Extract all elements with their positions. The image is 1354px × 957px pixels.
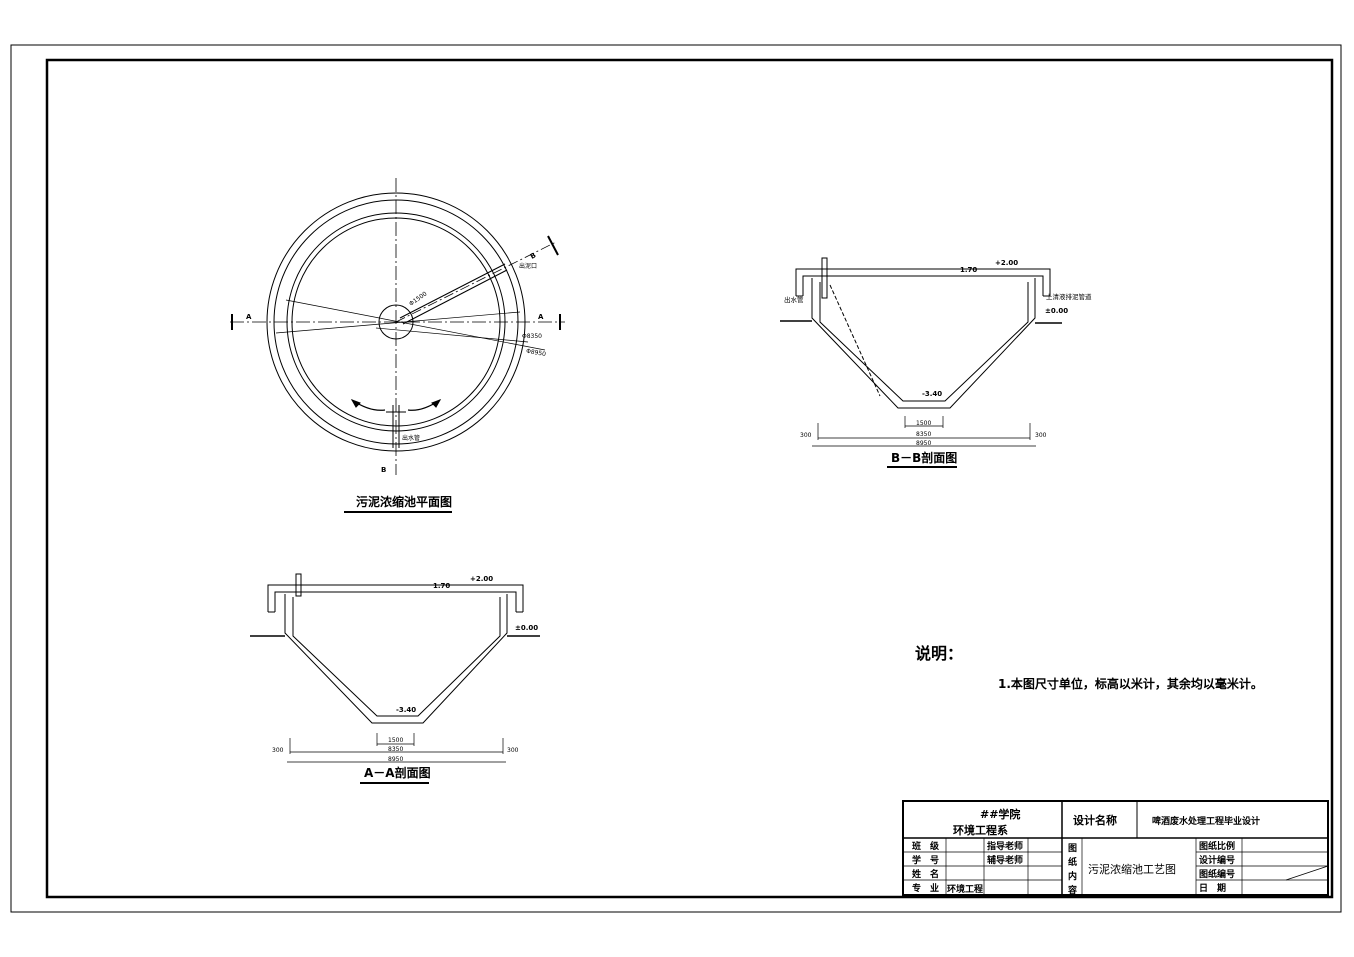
aa-dim-wall-left: 300 bbox=[272, 747, 284, 754]
plan-outlet-pipe-a bbox=[399, 263, 506, 319]
plan-label-a-left: A bbox=[246, 313, 252, 321]
tb-student-id-label: 学 号 bbox=[912, 854, 939, 866]
aa-rim-inner bbox=[274, 591, 517, 612]
plan-dim-leader-1 bbox=[285, 299, 546, 351]
aa-level-water: 1.70 bbox=[433, 582, 450, 590]
tb-class-label: 班 级 bbox=[912, 840, 940, 852]
bb-level-bottom: -3.40 bbox=[922, 390, 942, 398]
tb-drawing-content: 污泥浓缩池工艺图 bbox=[1088, 863, 1176, 876]
plan-arrowhead-right bbox=[431, 399, 442, 408]
plan-dim-inner: Φ8350 bbox=[522, 333, 542, 340]
tb-school: ##学院 bbox=[980, 807, 1020, 821]
tb-major-value: 环境工程 bbox=[947, 883, 983, 895]
aa-hopper-outer bbox=[284, 594, 508, 724]
section-bb bbox=[780, 257, 1062, 447]
plan-label-outlet: 出泥口 bbox=[519, 262, 537, 270]
tb-content-label-1: 图 bbox=[1068, 843, 1077, 854]
bb-title: B－B剖面图 bbox=[891, 450, 957, 465]
plan-dim-outer: Φ8950 bbox=[526, 348, 547, 358]
tb-content-label-2: 纸 bbox=[1068, 856, 1077, 868]
bb-label-side: 上清液排泥管道 bbox=[1046, 292, 1092, 301]
aa-level-ground: ±0.00 bbox=[515, 624, 538, 632]
aa-vertical-pipe bbox=[295, 573, 302, 597]
bb-level-water: 1.70 bbox=[960, 266, 977, 274]
bb-dim-inner: 8350 bbox=[916, 431, 931, 438]
aa-dim-wall-right: 300 bbox=[507, 747, 519, 754]
bb-vertical-pipe bbox=[821, 257, 828, 299]
tb-major-label: 专 业 bbox=[912, 882, 939, 894]
plan-dim-leader-3 bbox=[375, 327, 529, 343]
tb-content-label-4: 容 bbox=[1067, 884, 1077, 896]
tb-design-no-label: 设计编号 bbox=[1199, 854, 1235, 866]
outer-border bbox=[10, 44, 1342, 913]
plan-title: 污泥浓缩池平面图 bbox=[356, 494, 452, 509]
bb-level-top: +2.00 bbox=[995, 259, 1018, 267]
tb-design-name-label: 设计名称 bbox=[1073, 813, 1117, 827]
tb-frame bbox=[902, 800, 1329, 896]
bb-level-ground: ±0.00 bbox=[1045, 307, 1068, 315]
bb-rim-inner bbox=[802, 275, 1044, 296]
plan-view bbox=[230, 178, 565, 475]
tb-department: 环境工程系 bbox=[953, 823, 1008, 837]
bb-hopper-outer bbox=[811, 278, 1036, 409]
aa-dim-inner: 8350 bbox=[388, 746, 403, 753]
plan-label-b-top: B bbox=[529, 251, 538, 261]
plan-label-b-bottom: B bbox=[381, 466, 386, 474]
bb-hopper-inner bbox=[819, 282, 1029, 402]
bb-dim-outer: 8950 bbox=[916, 440, 931, 447]
tb-scale-label: 图纸比例 bbox=[1199, 840, 1235, 852]
notes-heading: 说明： bbox=[915, 644, 963, 663]
bb-dim-bottom: 1500 bbox=[916, 420, 931, 427]
tb-drawing-no-label: 图纸编号 bbox=[1199, 868, 1235, 880]
section-aa bbox=[250, 573, 540, 763]
notes-line-1: 1.本图尺寸单位，标高以米计，其余均以毫米计。 bbox=[998, 676, 1263, 691]
tb-name-label: 姓 名 bbox=[911, 868, 939, 880]
aa-title: A－A剖面图 bbox=[364, 765, 431, 780]
aa-level-top: +2.00 bbox=[470, 575, 493, 583]
plan-outlet-pipe-b bbox=[402, 269, 508, 325]
bb-label-left: 出水管 bbox=[784, 295, 804, 304]
aa-hopper-inner bbox=[292, 597, 501, 717]
tb-date-label: 日 期 bbox=[1199, 882, 1226, 894]
bb-rim-outer bbox=[795, 268, 1051, 296]
plan-label-drain: 出水管 bbox=[402, 434, 420, 442]
tb-diagonal bbox=[1285, 865, 1329, 881]
plan-arrowhead-left bbox=[350, 399, 361, 408]
plan-section-b-mark bbox=[547, 235, 559, 256]
aa-dim-outer: 8950 bbox=[388, 756, 403, 763]
bb-inner-pipe bbox=[829, 284, 881, 397]
title-block bbox=[902, 800, 1329, 896]
tb-content-label-3: 内 bbox=[1068, 870, 1077, 882]
aa-dim-bottom: 1500 bbox=[388, 737, 403, 744]
tb-design-name: 啤酒废水处理工程毕业设计 bbox=[1152, 815, 1260, 827]
inner-border bbox=[45, 58, 1334, 899]
aa-level-bottom: -3.40 bbox=[396, 706, 416, 714]
plan-section-b-line bbox=[395, 241, 557, 323]
plan-dim-leader-2 bbox=[275, 311, 521, 334]
aa-rim-outer bbox=[267, 584, 524, 612]
tb-assistant-label: 辅导老师 bbox=[987, 854, 1023, 866]
bb-dim-wall-left: 300 bbox=[800, 432, 812, 439]
plan-label-a-right: A bbox=[538, 313, 544, 321]
bb-dim-wall-right: 300 bbox=[1035, 432, 1047, 439]
tb-advisor-label: 指导老师 bbox=[987, 840, 1023, 852]
